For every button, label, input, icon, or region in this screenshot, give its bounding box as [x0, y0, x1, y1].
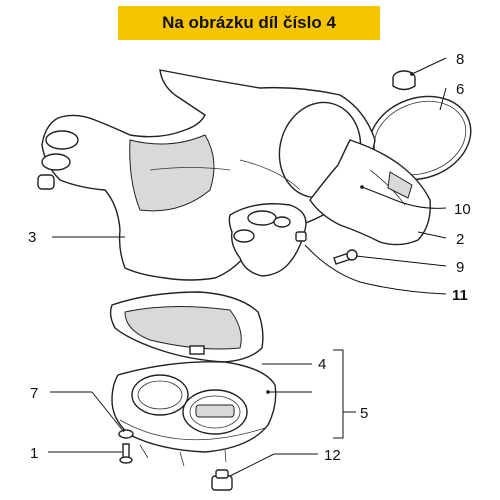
part-4-instrument-cover: [109, 291, 264, 363]
part-3-handlebar-cover: [37, 69, 376, 281]
part-5-instrument-cluster: [111, 361, 277, 467]
callout-10: 10: [454, 201, 471, 218]
leader-lines: [48, 57, 447, 477]
callout-1: 1: [30, 445, 38, 462]
callout-8: 8: [456, 51, 464, 68]
part-7-bushing: [118, 429, 134, 439]
part-9-screw: [333, 249, 358, 265]
callout-2: 2: [456, 231, 464, 248]
part-12-bulb-socket: [211, 469, 233, 491]
callout-7: 7: [30, 385, 38, 402]
callout-3: 3: [28, 229, 36, 246]
callout-6: 6: [456, 81, 464, 98]
part-2-front-cover: [309, 139, 431, 246]
callout-4: 4: [318, 356, 326, 373]
callout-labels: 8 6 3 10 2 9 11 4 5 7 1 12: [28, 51, 471, 464]
leader-dots: [266, 72, 414, 394]
part-8-cap: [392, 70, 416, 91]
callout-9: 9: [456, 259, 464, 276]
title-text: Na obrázku díl číslo 4: [162, 13, 336, 32]
callout-11: 11: [452, 287, 468, 304]
part-1-screw: [119, 443, 133, 464]
callout-5: 5: [360, 405, 368, 422]
part-11-switch-housing: [228, 203, 307, 277]
callout-12: 12: [324, 447, 341, 464]
title-banner: Na obrázku díl číslo 4: [118, 6, 380, 40]
